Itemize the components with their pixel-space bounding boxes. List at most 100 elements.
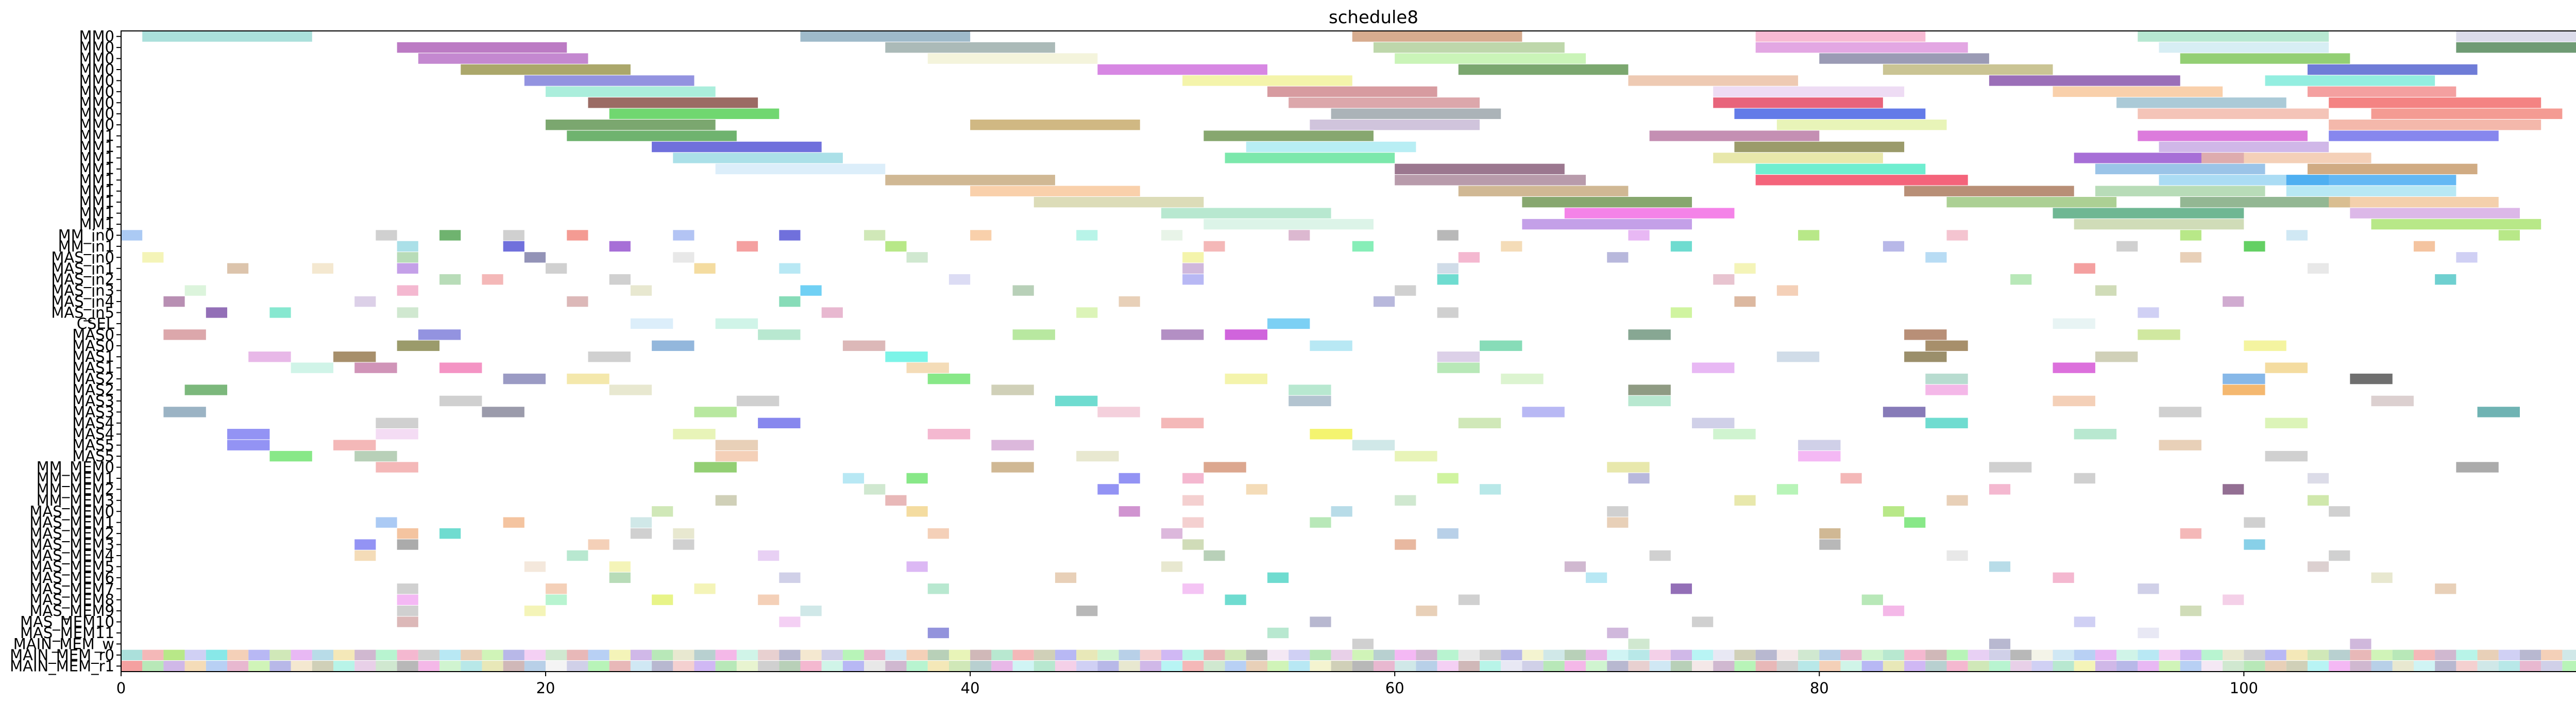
- task-bar: [1607, 649, 1629, 661]
- task-bar: [588, 97, 758, 108]
- task-bar: [397, 307, 418, 318]
- task-bar: [1437, 528, 1459, 539]
- task-bar: [673, 649, 694, 661]
- task-bar: [864, 661, 886, 672]
- task-bar: [2286, 661, 2308, 672]
- task-bar: [1458, 661, 1480, 672]
- task-bar: [1437, 274, 1459, 285]
- task-bar: [227, 649, 249, 661]
- task-bar: [758, 550, 779, 561]
- task-bar: [779, 230, 801, 241]
- task-bar: [630, 318, 673, 329]
- task-bar: [1416, 661, 1437, 672]
- task-bar: [715, 318, 758, 329]
- task-bar: [1904, 352, 1947, 362]
- task-bar: [1458, 64, 1629, 75]
- y-tick-label: MM_MEM2: [37, 480, 114, 498]
- task-bar: [2138, 583, 2159, 594]
- task-bar: [439, 528, 461, 539]
- task-bar: [2456, 42, 2576, 53]
- task-bar: [2392, 661, 2414, 672]
- task-bar: [1904, 186, 2074, 196]
- task-bar: [2477, 649, 2499, 661]
- y-tick-label: MAS_MEM6: [29, 569, 114, 587]
- task-bar: [1989, 661, 2011, 672]
- task-bar: [1076, 661, 1098, 672]
- task-bar: [1097, 649, 1119, 661]
- task-bar: [821, 661, 843, 672]
- task-bar: [2095, 285, 2117, 296]
- task-bar: [546, 119, 716, 130]
- task-bar: [1225, 153, 1395, 163]
- task-bar: [1883, 661, 1905, 672]
- task-bar: [1501, 661, 1522, 672]
- y-tick-label: MM1: [79, 215, 115, 233]
- task-bar: [376, 429, 418, 440]
- task-bar: [1118, 649, 1140, 661]
- task-bar: [1840, 649, 1862, 661]
- task-bar: [758, 329, 801, 340]
- task-bar: [1225, 661, 1246, 672]
- task-bar: [1776, 661, 1799, 672]
- task-bar: [609, 649, 631, 661]
- task-bar: [1798, 649, 1820, 661]
- y-tick-label: MM0: [79, 83, 115, 101]
- task-bar: [885, 352, 928, 362]
- task-bar: [1670, 583, 1692, 594]
- task-bar: [1289, 649, 1310, 661]
- task-bar: [1925, 417, 1968, 428]
- task-bar: [227, 429, 270, 440]
- task-bar: [927, 429, 971, 440]
- task-bar: [121, 230, 143, 241]
- task-bar: [1289, 97, 1480, 108]
- y-tick-label: MAS_MEM7: [29, 580, 114, 597]
- task-bar: [1289, 230, 1310, 241]
- task-bar: [376, 517, 397, 528]
- task-bar: [1989, 462, 2032, 473]
- y-tick-label: MM_MEM0: [37, 459, 114, 476]
- task-bar: [2244, 517, 2265, 528]
- task-bar: [1946, 550, 1968, 561]
- task-bar: [588, 352, 631, 362]
- task-bar: [206, 649, 228, 661]
- task-bar: [1819, 539, 1841, 550]
- task-bar: [1437, 661, 1459, 672]
- task-bar: [673, 661, 694, 672]
- task-bar: [333, 352, 376, 362]
- task-bar: [1182, 473, 1204, 484]
- task-bar: [1989, 561, 2011, 572]
- task-bar: [163, 407, 206, 417]
- y-tick-label: MAS_MEM3: [29, 536, 114, 554]
- task-bar: [163, 296, 185, 307]
- task-bar: [588, 539, 609, 550]
- task-bar: [1395, 285, 1416, 296]
- task-bar: [2286, 175, 2456, 186]
- y-tick-label: MM1: [79, 182, 115, 200]
- task-bar: [991, 649, 1013, 661]
- task-bar: [694, 462, 737, 473]
- task-bar: [2307, 649, 2329, 661]
- y-tick-label: MAS1: [72, 348, 114, 365]
- task-bar: [1437, 352, 1480, 362]
- y-tick-label: MAS_in5: [51, 304, 114, 321]
- task-bar: [2244, 539, 2265, 550]
- task-bar: [2116, 649, 2138, 661]
- chart-title: schedule8: [1329, 7, 1418, 28]
- task-bar: [1904, 649, 1926, 661]
- task-bar: [948, 274, 971, 285]
- task-bar: [588, 661, 609, 672]
- task-bar: [1670, 661, 1692, 672]
- task-bar: [2265, 75, 2435, 86]
- y-tick-label: MAS0: [72, 337, 114, 355]
- task-bar: [1989, 75, 2180, 86]
- task-bar: [503, 649, 524, 661]
- task-bar: [1776, 649, 1799, 661]
- task-bar: [948, 661, 971, 672]
- task-bar: [312, 661, 334, 672]
- x-tick-label: 0: [116, 679, 126, 697]
- task-bar: [2519, 661, 2541, 672]
- task-bar: [1734, 141, 1905, 153]
- task-bar: [1543, 661, 1565, 672]
- task-bar: [163, 661, 185, 672]
